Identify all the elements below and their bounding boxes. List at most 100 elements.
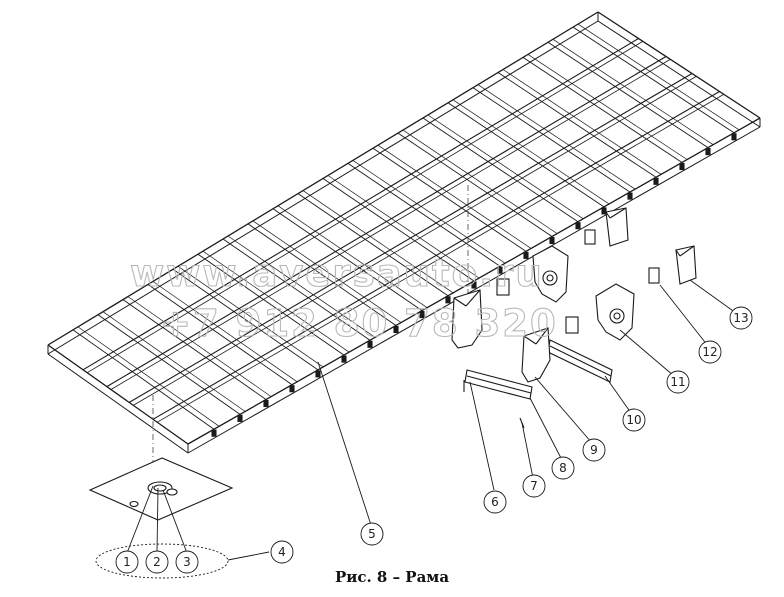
cross-member-5 [172, 268, 319, 371]
mounting-plate [88, 457, 234, 521]
callout-circle-10 [622, 408, 646, 432]
cross-member-edge-4 [152, 281, 298, 382]
cross-member-edge-20 [552, 39, 714, 145]
cross-member-3 [122, 299, 267, 400]
cross-member-1 [72, 329, 215, 430]
cross-member-13 [372, 147, 527, 252]
watermark: www.aversauto.ru +7 912 80 78 320 [129, 251, 558, 345]
group-ellipse [95, 543, 229, 579]
cross-member-edge-14 [402, 129, 558, 234]
cross-member-edge-17 [477, 84, 636, 190]
part-block-1 [496, 278, 510, 296]
cross-member-edge-16 [452, 99, 610, 205]
center-axis-lines [152, 185, 469, 470]
rail-gusset-18 [653, 177, 659, 185]
cross-member-16 [447, 102, 605, 208]
cross-member-11 [322, 178, 475, 282]
part-block-2 [584, 229, 596, 245]
callout-circle-2 [145, 550, 169, 574]
cross-member-20 [547, 41, 709, 148]
cross-member-edge-13 [377, 144, 532, 249]
cross-member-edge-6 [202, 250, 350, 353]
callout-label-3: 3 [183, 555, 191, 569]
cross-member-edge-9 [277, 205, 428, 308]
cross-member-17 [472, 87, 631, 193]
cross-member-9 [272, 208, 423, 311]
rail-gusset-5 [315, 370, 321, 378]
cross-member-14 [397, 132, 553, 237]
cross-member-edge-10 [302, 190, 454, 294]
end-beam-rear-lower [47, 353, 189, 454]
cross-member-2 [97, 314, 241, 415]
cross-member-6 [197, 253, 345, 356]
callout-label-2: 2 [153, 555, 161, 569]
rail-gusset-13 [523, 251, 529, 259]
cross-member-15 [422, 117, 579, 223]
rail-gusset-3 [263, 399, 269, 408]
rail-gusset-16 [601, 207, 607, 215]
cross-member-edge-21 [577, 23, 740, 131]
rail-gusset-12 [497, 266, 503, 274]
cross-member-edge-18 [502, 69, 662, 175]
rail-gusset-17 [627, 192, 633, 200]
rail-gusset-6 [341, 355, 347, 363]
cross-member-edge-3 [127, 296, 272, 397]
callout-circle-5 [360, 522, 384, 546]
callout-label-12: 12 [702, 345, 717, 359]
cross-member-edge-1 [77, 326, 220, 427]
cross-member-edge-7 [227, 235, 376, 338]
cross-member-edge-15 [427, 114, 584, 219]
callout-label-11: 11 [670, 375, 685, 389]
cross-member-edge-5 [177, 266, 324, 368]
callout-label-8: 8 [559, 461, 567, 475]
callout-circle-8 [551, 456, 575, 480]
leader-lines [126, 279, 737, 561]
watermark-phone: +7 912 80 78 320 [160, 302, 558, 345]
cross-member-edge-19 [527, 54, 688, 160]
cross-member-18 [497, 72, 657, 178]
part-block-12 [648, 267, 660, 284]
callout-label-1: 1 [123, 555, 131, 569]
callout-circle-13 [729, 306, 753, 330]
rail-gusset-4 [289, 385, 295, 393]
bracket-parts [451, 207, 697, 429]
end-beam-front [597, 11, 761, 119]
callout-label-13: 13 [733, 311, 748, 325]
rail-gusset-11 [471, 281, 477, 289]
cross-member-8 [247, 223, 397, 326]
cross-member-edge-8 [252, 220, 402, 323]
rail-gusset-19 [679, 162, 685, 171]
watermark-url: www.aversauto.ru [130, 252, 544, 295]
cross-member-10 [297, 193, 449, 297]
rail-gusset-21 [731, 133, 737, 141]
rail-gusset-7 [367, 340, 373, 348]
cross-member-12 [347, 163, 501, 267]
side-rail-right-lower [187, 126, 761, 454]
callout-circle-6 [483, 490, 507, 514]
rail-gusset-10 [445, 296, 451, 304]
cross-member-edge-2 [102, 311, 246, 412]
callout-label-5: 5 [368, 527, 376, 541]
cross-member-4 [147, 284, 293, 386]
callout-circle-9 [582, 438, 606, 462]
callout-circle-4 [270, 540, 294, 564]
callout-circle-1 [115, 550, 139, 574]
rail-gusset-2 [237, 414, 243, 422]
cross-member-21 [572, 26, 735, 134]
cross-member-7 [222, 238, 371, 341]
callout-label-6: 6 [491, 495, 499, 509]
figure-caption: Рис. 8 – Рама [334, 568, 450, 586]
rail-gusset-14 [549, 236, 555, 245]
cross-member-edge-11 [327, 175, 480, 279]
cross-member-edge-12 [352, 160, 506, 264]
end-beam-rear [47, 344, 189, 445]
side-rail-left-lower [47, 20, 599, 355]
rail-gusset-20 [705, 148, 711, 156]
frame-ladder [47, 11, 761, 454]
callout-circle-3 [175, 550, 199, 574]
rail-gusset-15 [575, 222, 581, 230]
rail-gusset-9 [419, 311, 425, 319]
callout-label-7: 7 [530, 479, 538, 493]
part-block-3 [565, 316, 579, 334]
